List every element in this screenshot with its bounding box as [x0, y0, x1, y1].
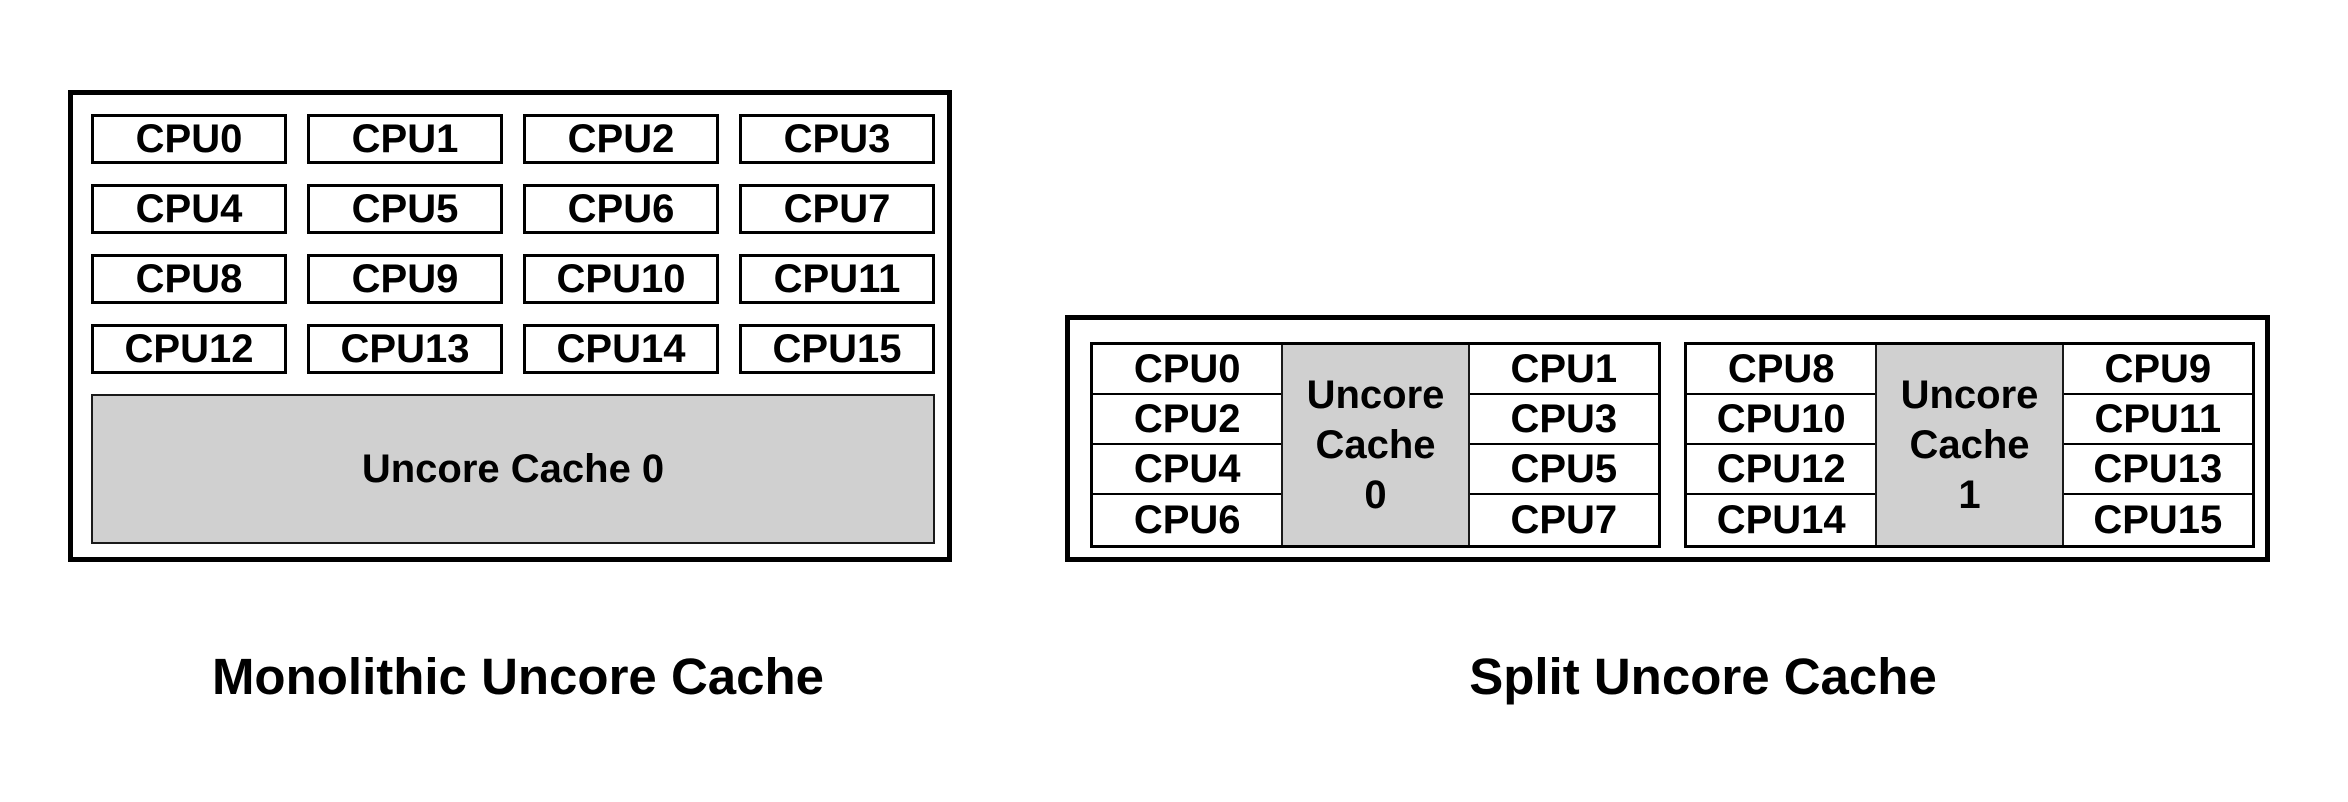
cpu-box: CPU8	[91, 254, 287, 304]
uncore-cache-1-cell: Uncore Cache 1	[1875, 345, 2064, 545]
cpu-box: CPU2	[523, 114, 719, 164]
monolithic-diagram: CPU0 CPU1 CPU2 CPU3 CPU4 CPU5 CPU6 CPU7 …	[68, 90, 952, 562]
cpu-cell: CPU6	[1093, 495, 1282, 545]
cache-label-line: 1	[1958, 473, 1981, 517]
cpu-box: CPU9	[307, 254, 503, 304]
uncore-cache-1-label: Uncore Cache 1	[1901, 370, 2039, 520]
split-diagram: CPU0 CPU2 CPU4 CPU6 Uncore Cache 0 CPU1 …	[1065, 315, 2270, 562]
cache-label-line: 0	[1364, 473, 1387, 517]
cpu-cell: CPU10	[1687, 395, 1876, 445]
cpu-cell: CPU2	[1093, 395, 1282, 445]
cpu-cell: CPU11	[2063, 395, 2252, 445]
cpu-box: CPU14	[523, 324, 719, 374]
cluster-0-left-cpu-column: CPU0 CPU2 CPU4 CPU6	[1093, 345, 1282, 545]
cpu-cell: CPU14	[1687, 495, 1876, 545]
cpu-cell: CPU8	[1687, 345, 1876, 395]
cpu-box: CPU1	[307, 114, 503, 164]
cluster-1-right-cpu-column: CPU9 CPU11 CPU13 CPU15	[2063, 345, 2252, 545]
cpu-cell: CPU9	[2063, 345, 2252, 395]
cache-label-line: Cache	[1909, 423, 2030, 467]
cpu-cell: CPU5	[1469, 445, 1658, 495]
cpu-cell: CPU12	[1687, 445, 1876, 495]
cache-label-line: Uncore	[1306, 373, 1445, 417]
cpu-cell: CPU0	[1093, 345, 1282, 395]
cpu-box: CPU7	[739, 184, 935, 234]
cpu-cell: CPU15	[2063, 495, 2252, 545]
cpu-cell: CPU3	[1469, 395, 1658, 445]
cpu-cell: CPU13	[2063, 445, 2252, 495]
cpu-box: CPU6	[523, 184, 719, 234]
uncore-cache-0-cell: Uncore Cache 0	[1281, 345, 1470, 545]
cpu-box: CPU10	[523, 254, 719, 304]
cpu-box: CPU0	[91, 114, 287, 164]
monolithic-caption: Monolithic Uncore Cache	[211, 648, 825, 705]
cluster-1-left-cpu-column: CPU8 CPU10 CPU12 CPU14	[1687, 345, 1876, 545]
split-cluster-0: CPU0 CPU2 CPU4 CPU6 Uncore Cache 0 CPU1 …	[1090, 342, 1661, 548]
split-caption: Split Uncore Cache	[1469, 648, 1937, 705]
monolithic-cpu-grid: CPU0 CPU1 CPU2 CPU3 CPU4 CPU5 CPU6 CPU7 …	[91, 114, 935, 374]
cpu-cell: CPU4	[1093, 445, 1282, 495]
cpu-cell: CPU7	[1469, 495, 1658, 545]
split-cluster-1: CPU8 CPU10 CPU12 CPU14 Uncore Cache 1 CP…	[1684, 342, 2255, 548]
uncore-cache-0-label: Uncore Cache 0	[1307, 370, 1445, 520]
cpu-box: CPU3	[739, 114, 935, 164]
uncore-cache-0-bar: Uncore Cache 0	[91, 394, 935, 544]
cpu-box: CPU13	[307, 324, 503, 374]
cpu-box: CPU4	[91, 184, 287, 234]
cache-label-line: Uncore	[1900, 373, 2039, 417]
cache-label-line: Cache	[1315, 423, 1436, 467]
cpu-box: CPU11	[739, 254, 935, 304]
cpu-box: CPU15	[739, 324, 935, 374]
cpu-box: CPU5	[307, 184, 503, 234]
cpu-box: CPU12	[91, 324, 287, 374]
cluster-0-right-cpu-column: CPU1 CPU3 CPU5 CPU7	[1469, 345, 1658, 545]
cpu-cell: CPU1	[1469, 345, 1658, 395]
